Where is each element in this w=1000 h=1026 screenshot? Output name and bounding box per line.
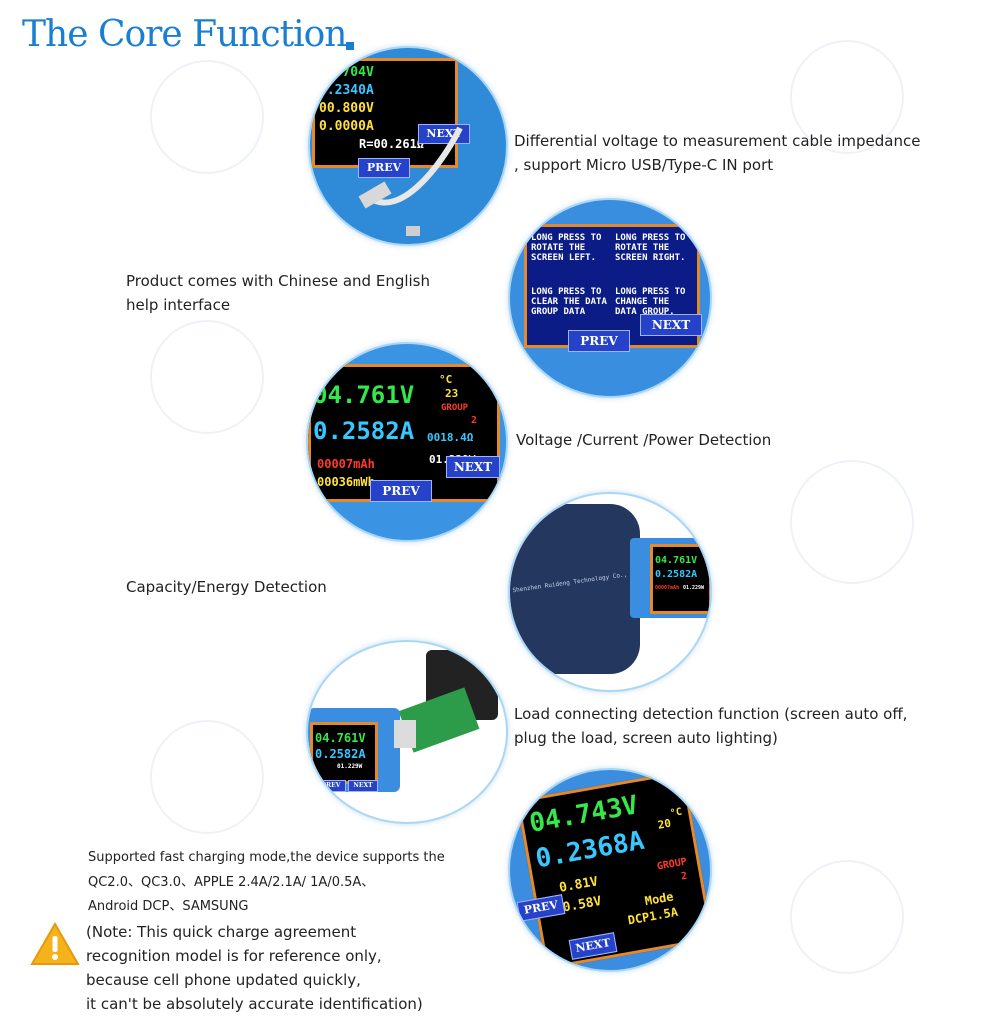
impedance-photo: 04.704V 0.2340A 00.800V 0.0000A R=00.261… — [308, 46, 508, 246]
watermark — [150, 720, 264, 834]
qc-group: 2 — [680, 870, 689, 883]
next-button: NEXT — [348, 780, 378, 792]
meter-temp-unit: °C — [439, 373, 453, 386]
help-cell: LONG PRESS TO CLEAR THE DATA GROUP DATA — [531, 287, 607, 317]
qc-dplus: 0.81V — [558, 874, 600, 896]
impedance-current: 0.2340A — [319, 83, 374, 98]
prev-button: PREV — [358, 158, 410, 178]
help-cell: LONG PRESS TO ROTATE THE SCREEN LEFT. — [531, 233, 602, 263]
load-current: 0.2582A — [315, 747, 366, 761]
watermark — [790, 40, 904, 154]
battery-screen: 04.761V 0.2582A 00007mAh 01.229W — [650, 544, 710, 614]
watermark — [150, 60, 264, 174]
usb-plug-icon — [394, 720, 416, 748]
battery-voltage: 04.761V — [655, 555, 698, 566]
meter-photo: 04.761V °C 23 GROUP 2 0.2582A 0018.4Ω 00… — [306, 342, 508, 542]
feature-quickcharge: Supported fast charging mode,the device … — [88, 850, 445, 914]
prev-button: PREV — [370, 480, 432, 502]
meter-group: 2 — [471, 415, 478, 426]
feature-capacity: Capacity/Energy Detection — [126, 578, 327, 596]
watermark — [790, 460, 914, 584]
meter-voltage: 04.761V — [313, 381, 415, 409]
qc-mode: DCP1.5A — [626, 904, 679, 928]
prev-button: PREV — [568, 330, 630, 352]
battery-power: 01.229W — [683, 585, 705, 591]
impedance-voltage: 04.704V — [319, 65, 374, 80]
impedance-current-2: 0.0000A — [319, 119, 374, 134]
qc-dminus: 0.58V — [561, 893, 603, 916]
meter-temp: 23 — [445, 387, 459, 400]
battery-capacity: 00007mAh — [655, 585, 680, 591]
battery-photo: Shenzhen Ruideng Technology Co., Ltd. 04… — [508, 492, 712, 692]
help-cell: LONG PRESS TO ROTATE THE SCREEN RIGHT. — [615, 233, 686, 263]
page-title: The Core Function — [22, 14, 347, 55]
load-power: 01.229W — [337, 763, 363, 770]
meter-screen: 04.761V °C 23 GROUP 2 0.2582A 0018.4Ω 00… — [308, 364, 500, 502]
power-bank — [510, 504, 640, 674]
help-photo: LONG PRESS TO ROTATE THE SCREEN LEFT. LO… — [508, 198, 712, 398]
help-cell: LONG PRESS TO CHANGE THE DATA GROUP. — [615, 287, 686, 317]
quickcharge-photo: 04.743V 0.2368A 20 °C GROUP 2 0.81V 0.58… — [508, 768, 712, 972]
next-button: NEXT — [446, 456, 500, 478]
meter-energy: 00036mWh — [317, 475, 375, 489]
feature-help: Product comes with Chinese and English h… — [126, 272, 431, 314]
impedance-screen: 04.704V 0.2340A 00.800V 0.0000A R=00.261… — [312, 58, 458, 168]
load-screen: 04.761V 0.2582A 01.229W — [310, 722, 378, 784]
battery-current: 0.2582A — [655, 569, 698, 580]
usb-cable-icon — [358, 126, 463, 236]
feature-impedance: Differential voltage to measurement cabl… — [514, 132, 921, 174]
load-photo: 04.761V 0.2582A 01.229W PREV NEXT — [306, 640, 508, 824]
meter-group-label: GROUP — [441, 403, 469, 413]
impedance-resistance: R=00.261Ω — [359, 137, 425, 151]
prev-button: PREV — [316, 780, 346, 792]
next-button: NEXT — [640, 314, 702, 336]
load-voltage: 04.761V — [315, 731, 366, 745]
feature-load: Load connecting detection function (scre… — [514, 705, 908, 747]
quickcharge-note: (Note: This quick charge agreement recog… — [86, 923, 423, 1013]
qc-temp-unit: °C — [669, 806, 683, 820]
watermark — [150, 320, 264, 434]
meter-current: 0.2582A — [313, 417, 415, 445]
feature-voltage: Voltage /Current /Power Detection — [516, 431, 772, 449]
watermark — [790, 860, 904, 974]
meter-ohm: 0018.4Ω — [427, 431, 474, 444]
impedance-voltage-2: 00.800V — [319, 101, 374, 116]
warning-triangle-icon — [30, 922, 80, 965]
meter-capacity: 00007mAh — [317, 457, 375, 471]
qc-temp: 20 — [656, 816, 673, 832]
title-dot — [346, 42, 354, 50]
